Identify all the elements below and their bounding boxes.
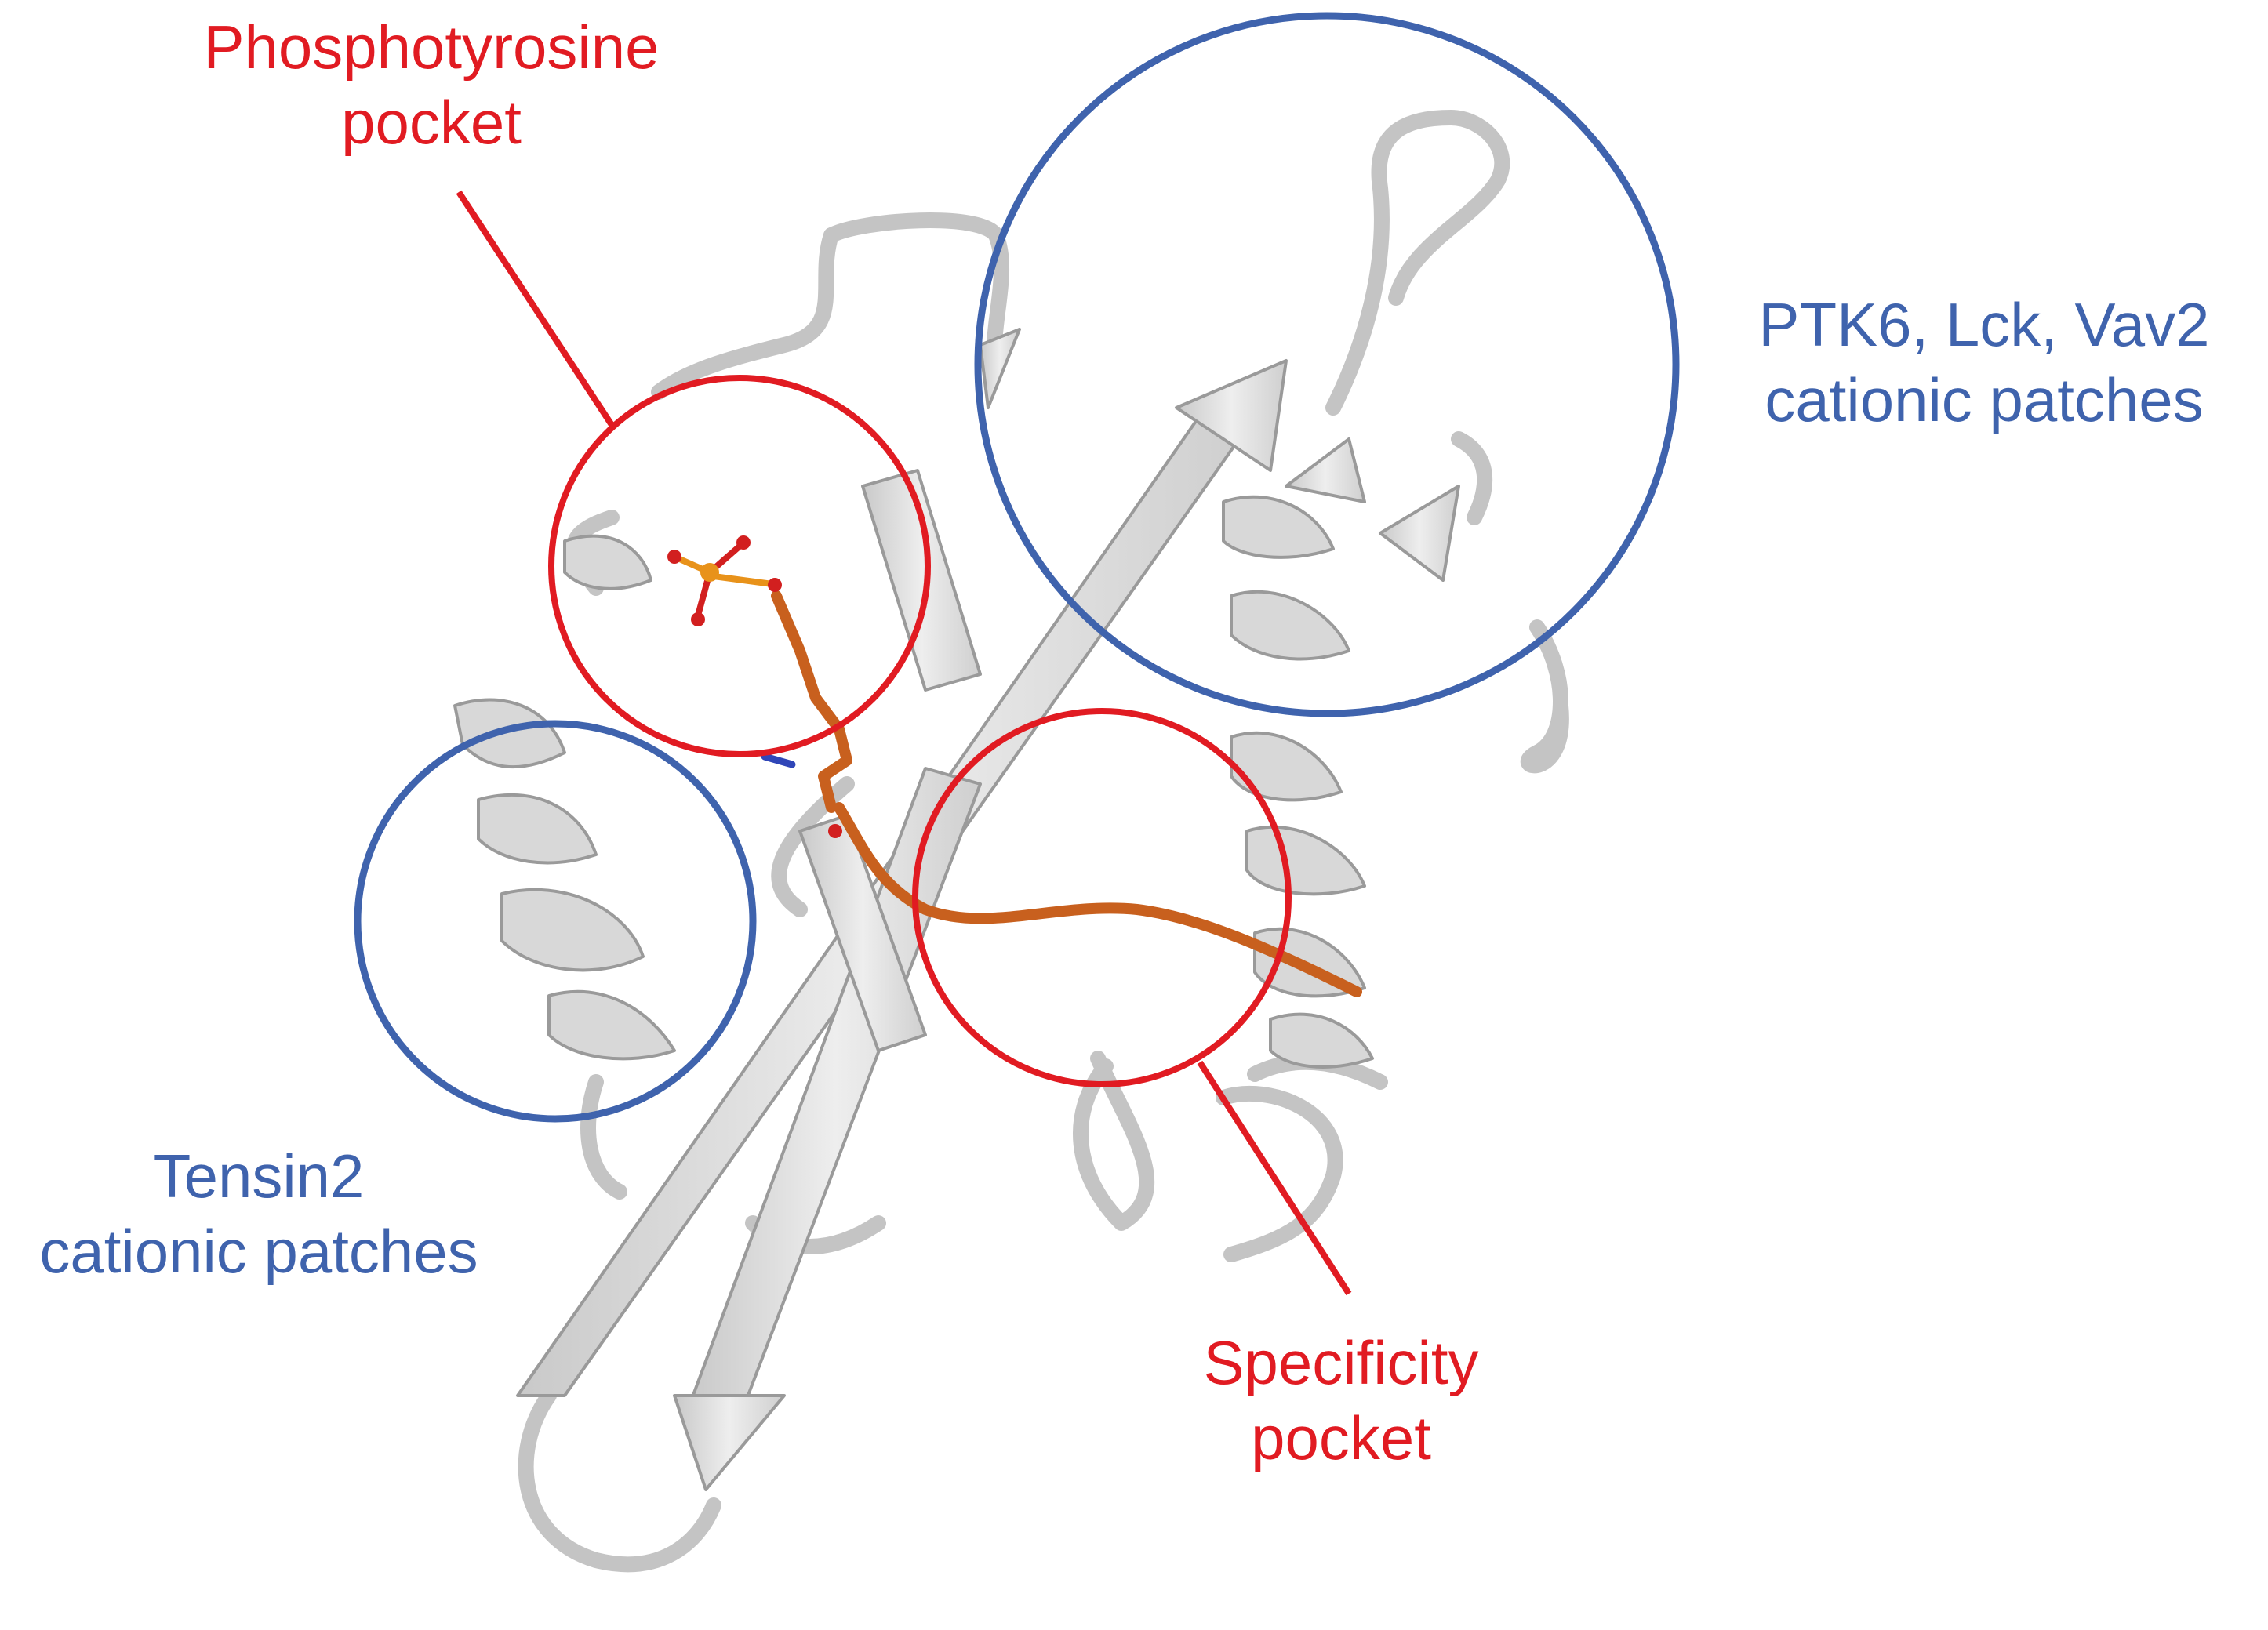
oxygen-atom xyxy=(768,578,782,592)
tensin2-patch-circle xyxy=(354,720,757,1123)
phosphorus-atom xyxy=(700,563,719,582)
phosphate-group xyxy=(667,535,782,626)
specificity-pocket-circle xyxy=(912,708,1292,1087)
nitrogen-bond xyxy=(761,753,796,768)
oxygen-atom xyxy=(667,550,681,564)
peptide-backbone xyxy=(834,802,1362,997)
ptk6-label-line1: PTK6, Lck, Vav2 xyxy=(1758,290,2210,359)
phosphotyrosine-leader-line xyxy=(456,190,616,430)
specificity-pocket-label: Specificity pocket xyxy=(1145,1325,1537,1476)
ptk6-lck-vav2-label: PTK6, Lck, Vav2 cationic patches xyxy=(1710,287,2259,437)
tensin2-label-line2: cationic patches xyxy=(39,1217,478,1286)
ptk6-label-line2: cationic patches xyxy=(1765,365,2204,434)
phosphotyrosine-pocket-label: Phosphotyrosine pocket xyxy=(165,9,698,160)
specificity-label-line2: pocket xyxy=(1251,1403,1431,1472)
phosphotyrosine-pocket-circle xyxy=(548,375,931,757)
tyrosine-side-chain xyxy=(771,590,852,813)
alpha-helices xyxy=(453,495,1374,1069)
oxygen-atom xyxy=(691,612,705,626)
specificity-label-line1: Specificity xyxy=(1203,1328,1479,1397)
phosphotyrosine-label-line2: pocket xyxy=(341,88,522,157)
protein-ribbon xyxy=(453,110,1569,1573)
phosphotyrosine-label-line1: Phosphotyrosine xyxy=(203,13,660,82)
tensin2-label-line1: Tensin2 xyxy=(153,1142,365,1211)
oxygen-atom xyxy=(736,535,751,550)
carbonyl-oxygen xyxy=(828,824,842,838)
beta-strands xyxy=(516,328,1460,1491)
specificity-leader-line xyxy=(1197,1060,1352,1296)
tensin2-label: Tensin2 cationic patches xyxy=(0,1138,518,1289)
ptk6-lck-vav2-patch-circle xyxy=(974,12,1680,717)
